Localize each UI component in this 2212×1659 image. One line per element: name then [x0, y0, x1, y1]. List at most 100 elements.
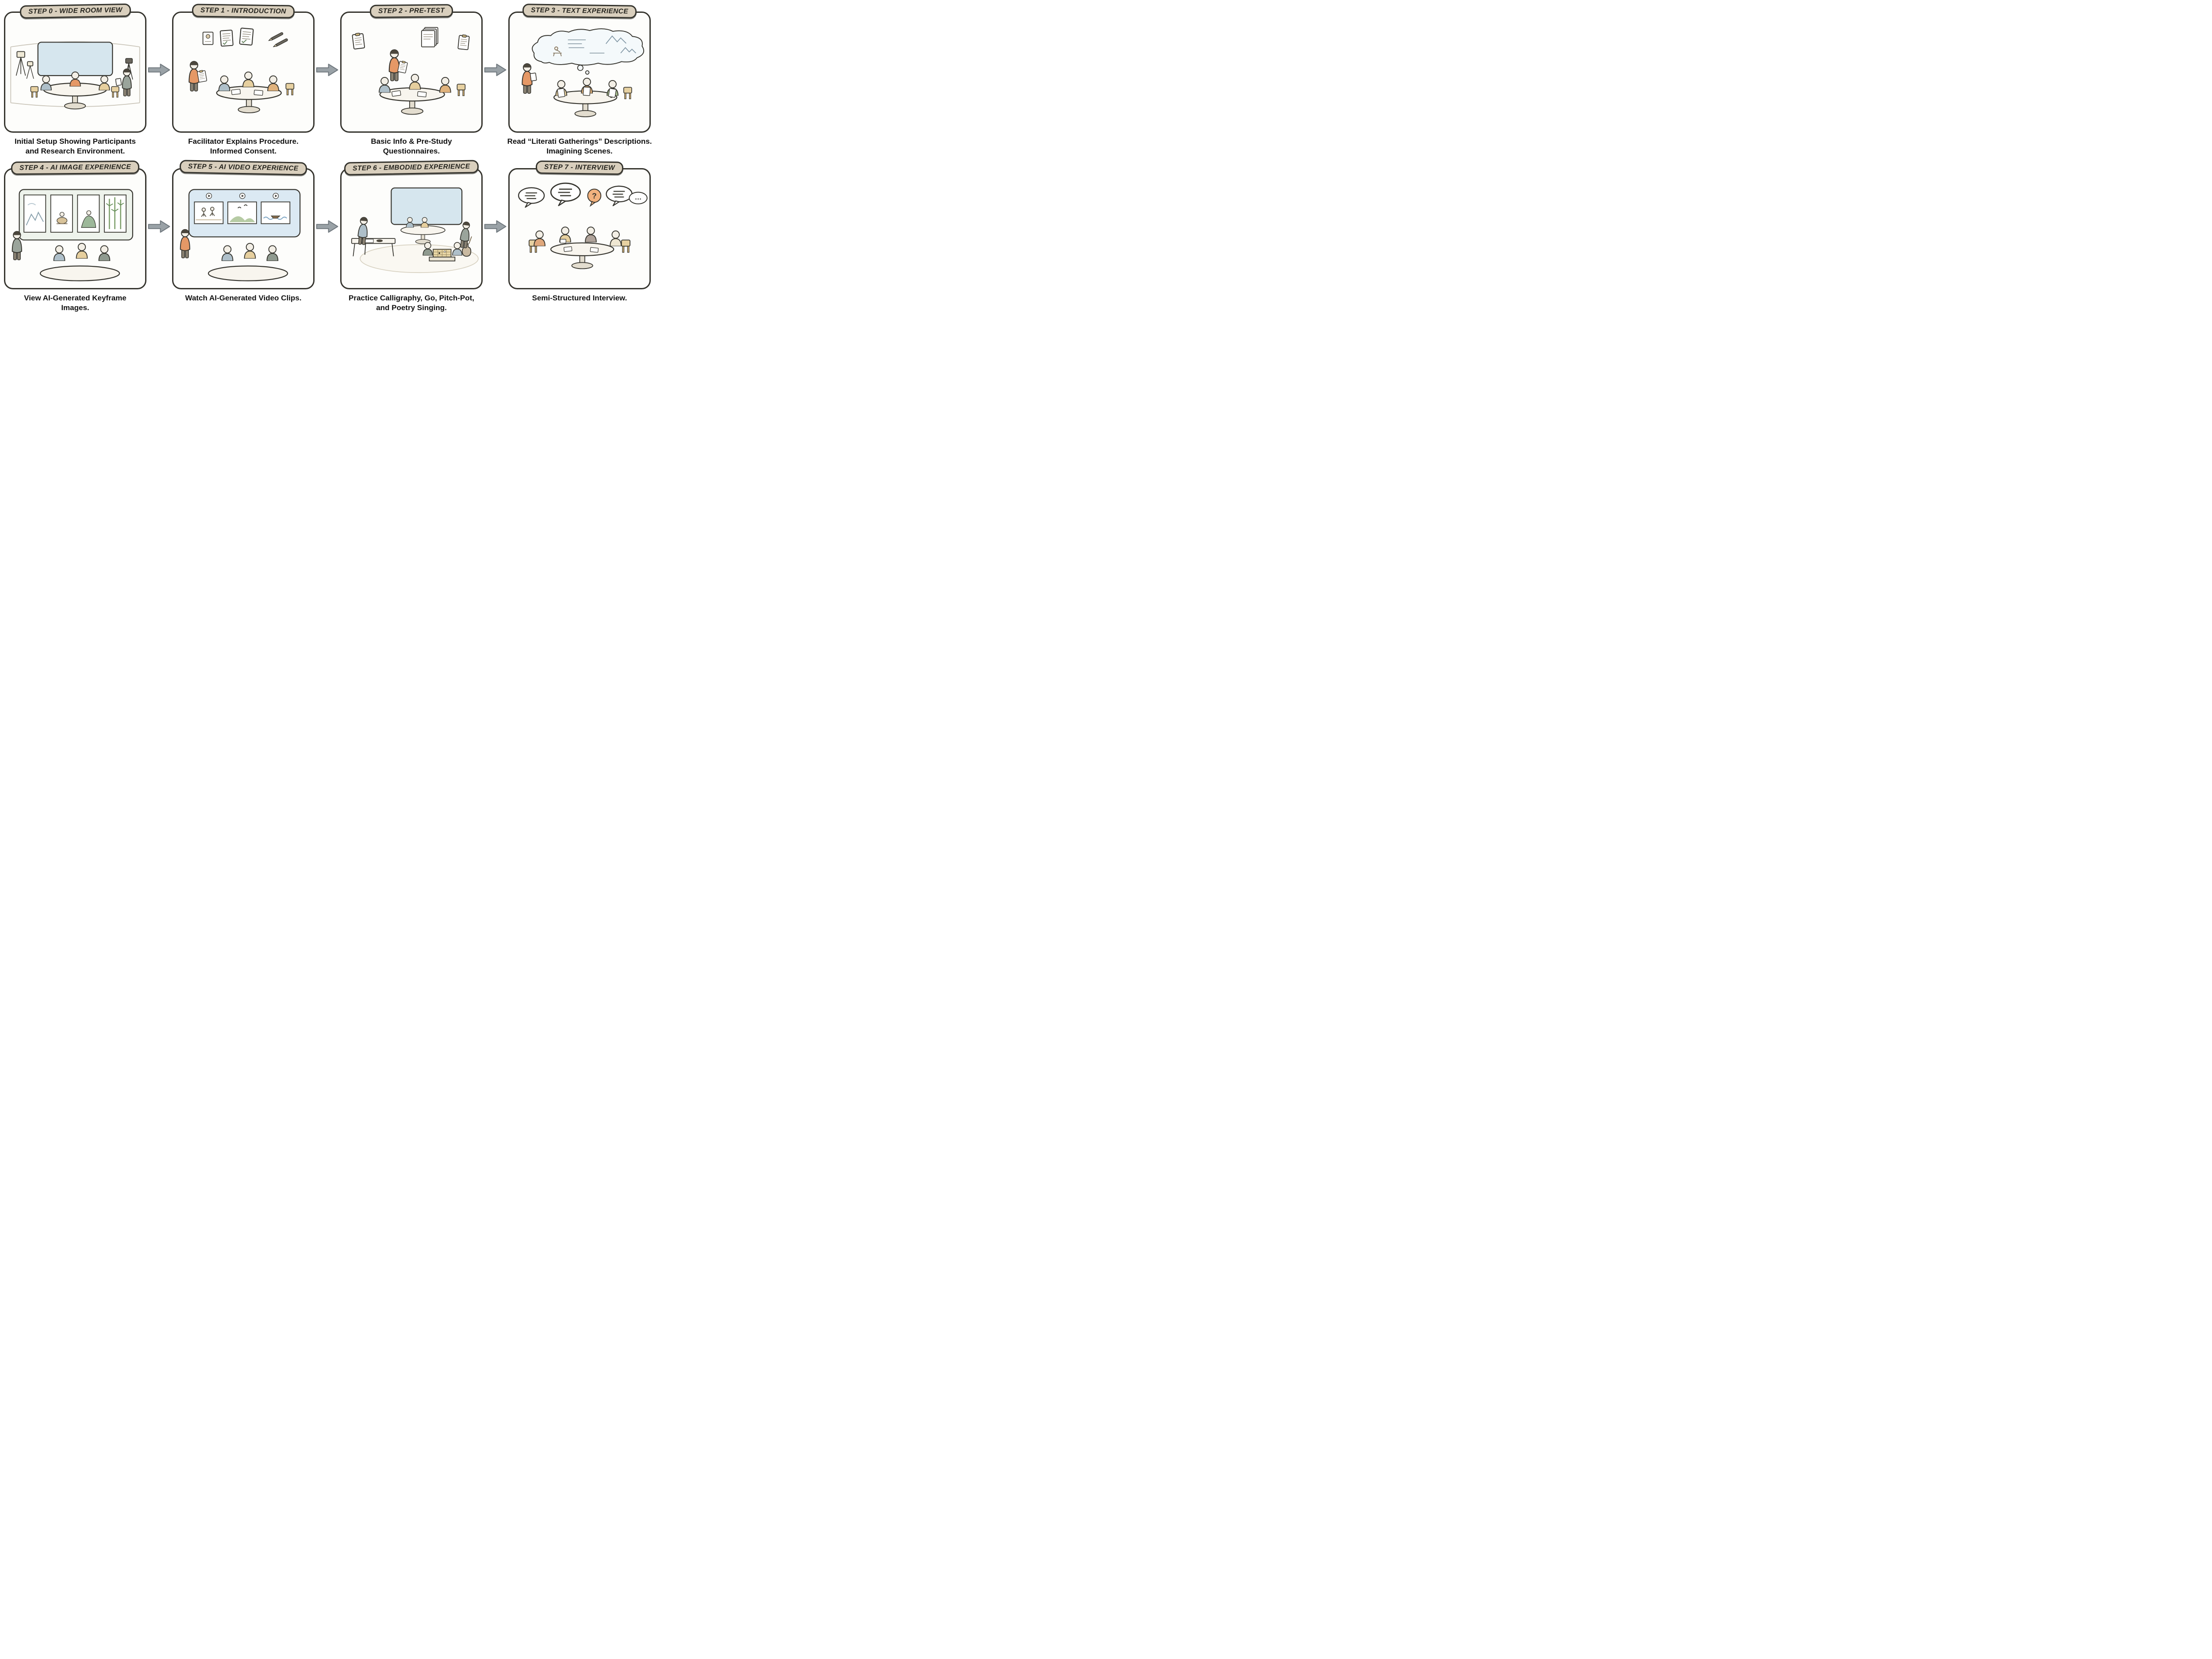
- flow-arrow-3: [484, 4, 507, 135]
- flow-arrow-6: [484, 161, 507, 292]
- chair: [30, 86, 38, 98]
- step-panel-7: STEP 7 - INTERVIEW ? …: [508, 160, 651, 303]
- ellipsis: …: [635, 194, 642, 201]
- step-0-banner: STEP 0 - WIDE ROOM VIEW: [19, 3, 131, 19]
- step-4-banner: STEP 4 - AI IMAGE EXPERIENCE: [11, 160, 140, 175]
- step-7-illustration: ? …: [508, 168, 651, 289]
- text-experience-scene: [522, 28, 645, 118]
- clipboard-checklist-icon: [352, 32, 365, 50]
- mountain-sketch-icon: [606, 35, 636, 54]
- clipboard-icon: [560, 238, 566, 243]
- photo-frame-icon: [202, 31, 214, 45]
- signing-papers: [231, 88, 263, 96]
- chair: [285, 83, 295, 96]
- text-dashes: [568, 39, 605, 54]
- interview-scene: ? …: [518, 182, 648, 269]
- step-2-banner: STEP 2 - PRE-TEST: [369, 4, 453, 18]
- play-circle-icon: [206, 192, 212, 199]
- facilitator: [522, 63, 537, 94]
- step-1-banner: STEP 1 - INTRODUCTION: [192, 4, 295, 19]
- introduction-scene: [188, 27, 295, 114]
- scene-sketch: [553, 46, 562, 57]
- block-arrow-right-icon: [316, 219, 339, 234]
- block-arrow-right-icon: [316, 62, 339, 78]
- flow-arrow-5: [316, 161, 339, 292]
- round-table: [550, 242, 614, 269]
- floor: [360, 244, 479, 273]
- diagram-row-1: STEP 0 - WIDE ROOM VIEW: [4, 3, 652, 157]
- step-panel-5: STEP 5 - AI VIDEO EXPERIENCE: [172, 160, 315, 303]
- step-0-caption: Initial Setup Showing Participants and R…: [15, 137, 136, 156]
- block-arrow-right-icon: [148, 62, 171, 78]
- questionnaire-sheets: [391, 90, 427, 97]
- questionnaire-stack-icon: [421, 27, 438, 47]
- facilitator: [388, 49, 408, 81]
- seated-viewers: [53, 242, 111, 261]
- step-3-illustration: [508, 12, 651, 133]
- block-arrow-right-icon: [484, 219, 507, 234]
- flow-arrow-2: [316, 4, 339, 135]
- walking-participant: [459, 221, 472, 249]
- step-2-illustration: [340, 12, 483, 133]
- step-panel-4: STEP 4 - AI IMAGE EXPERIENCE: [4, 160, 146, 313]
- consent-document-icon: [239, 27, 254, 46]
- chair: [457, 84, 466, 96]
- round-table: [39, 265, 120, 281]
- step-3-banner: STEP 3 - TEXT EXPERIENCE: [522, 4, 637, 19]
- step-6-caption: Practice Calligraphy, Go, Pitch-Pot, and…: [348, 293, 475, 312]
- step-2-caption: Basic Info & Pre-Study Questionnaires.: [371, 137, 452, 156]
- pre-test-scene: [352, 27, 470, 115]
- studio-light-icon: [15, 51, 34, 79]
- step-6-banner: STEP 6 - EMBODIED EXPERIENCE: [344, 160, 479, 176]
- seated-readers: [555, 77, 618, 98]
- ink-painting-icon: [23, 194, 46, 233]
- chair: [111, 86, 119, 98]
- video-thumbnail: [261, 201, 291, 224]
- facilitator: [180, 229, 191, 258]
- ellipsis-bubble-icon: …: [629, 192, 648, 204]
- flow-arrow-4: [148, 161, 171, 292]
- step-3-caption: Read “Literati Gatherings” Descriptions.…: [507, 137, 652, 156]
- block-arrow-right-icon: [148, 219, 171, 234]
- round-table: [400, 225, 445, 244]
- speech-bubble-icon: [518, 187, 545, 208]
- facilitator: [188, 61, 207, 92]
- procedure-diagram: STEP 0 - WIDE ROOM VIEW: [0, 0, 655, 319]
- display-screen: [37, 42, 113, 76]
- video-thumbnail: [227, 201, 257, 224]
- go-board-icon: [429, 249, 456, 261]
- play-circle-icon: [239, 192, 246, 199]
- question-bubble-icon: ?: [587, 188, 602, 207]
- ink-painting-icon: [77, 194, 100, 233]
- bamboo-painting-icon: [104, 194, 127, 233]
- step-1-illustration: [172, 12, 315, 133]
- seated-viewers: [221, 242, 279, 261]
- step-panel-2: STEP 2 - PRE-TEST: [340, 4, 483, 157]
- step-6-illustration: [340, 168, 483, 289]
- pen-icon: [268, 31, 284, 42]
- step-panel-3: STEP 3 - TEXT EXPERIENCE: [507, 4, 652, 157]
- consent-document-icon: [219, 29, 234, 47]
- step-5-banner: STEP 5 - AI VIDEO EXPERIENCE: [179, 160, 307, 176]
- interview-sheets: [563, 246, 599, 253]
- video-thumbnail: [194, 201, 224, 224]
- step-1-caption: Facilitator Explains Procedure. Informed…: [188, 137, 299, 156]
- question-mark: ?: [592, 191, 597, 200]
- block-arrow-right-icon: [484, 62, 507, 78]
- step-7-caption: Semi-Structured Interview.: [532, 293, 627, 302]
- step-5-illustration: [172, 168, 315, 289]
- step-panel-6: STEP 6 - EMBODIED EXPERIENCE: [340, 160, 483, 313]
- facilitator: [12, 231, 22, 261]
- clipboard-checklist-icon: [457, 34, 470, 50]
- step-4-illustration: [4, 168, 146, 289]
- step-5-caption: Watch AI-Generated Video Clips.: [185, 293, 302, 302]
- step-7-banner: STEP 7 - INTERVIEW: [535, 160, 624, 175]
- ink-painting-icon: [50, 194, 73, 233]
- round-table: [43, 82, 107, 110]
- ai-video-scene: [180, 189, 301, 281]
- speech-bubble-icon: [606, 185, 633, 207]
- flow-arrow-1: [148, 4, 171, 135]
- chair: [623, 87, 632, 100]
- round-table: [207, 265, 288, 281]
- speech-bubble-icon: [550, 182, 581, 206]
